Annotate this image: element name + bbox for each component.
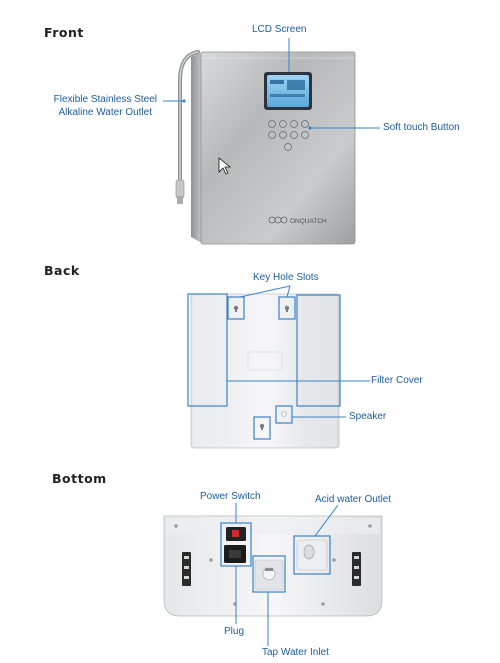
mouse-cursor-icon — [218, 157, 232, 175]
label-filter-cover: Filter Cover — [371, 375, 423, 386]
label-lcd-screen: LCD Screen — [252, 24, 307, 35]
back-callouts — [187, 285, 370, 440]
back-unit-image — [190, 293, 340, 449]
section-title-back: Back — [44, 263, 80, 278]
label-speaker: Speaker — [349, 411, 387, 422]
label-soft-touch-button: Soft touch Button — [383, 122, 460, 133]
label-water-outlet-line1: Flexible Stainless Steel — [53, 94, 157, 105]
label-key-hole-slots: Key Hole Slots — [253, 272, 319, 283]
front-unit-image — [175, 50, 356, 245]
front-callouts — [163, 38, 380, 130]
bottom-unit-image — [163, 515, 383, 617]
label-acid-water-outlet: Acid water Outlet — [315, 494, 392, 505]
section-title-front: Front — [44, 25, 84, 40]
section-title-bottom: Bottom — [52, 471, 107, 486]
bottom-callouts — [220, 503, 339, 646]
label-plug: Plug — [224, 626, 245, 637]
label-power-switch: Power Switch — [200, 491, 261, 502]
brand-logo-text: ONQUATCH — [290, 218, 327, 225]
label-water-outlet-line2: Alkaline Water Outlet — [58, 107, 152, 118]
label-tap-water-inlet: Tap Water Inlet — [262, 647, 329, 658]
